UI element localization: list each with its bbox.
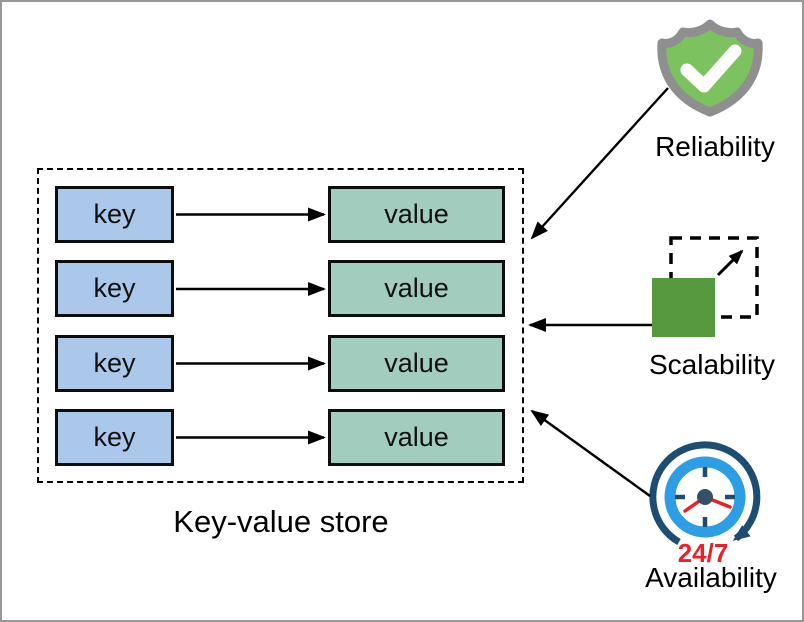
- key-value-store-title: Key-value store: [173, 504, 389, 539]
- scale-out-square-icon: [652, 236, 759, 337]
- key-value-store-box: key value key value key value key value: [37, 168, 524, 483]
- key-label: key: [93, 273, 136, 303]
- badge-24-7: 24/7: [678, 538, 729, 567]
- clock-24-7-icon: 24/7: [649, 441, 761, 567]
- key-box: key: [55, 335, 174, 392]
- availability-arrow: [530, 409, 651, 497]
- value-box: value: [328, 335, 505, 392]
- key-box: key: [55, 260, 174, 317]
- reliability-arrow: [530, 87, 669, 240]
- value-label: value: [384, 199, 449, 229]
- value-box: value: [328, 409, 505, 466]
- green-square: [652, 278, 715, 337]
- key-box: key: [55, 186, 174, 243]
- dashed-expansion-square: [669, 236, 759, 319]
- key-box: key: [55, 409, 174, 466]
- availability-label: Availability: [645, 562, 777, 593]
- value-label: value: [384, 273, 449, 303]
- shield-check-icon: [657, 19, 763, 117]
- value-label: value: [384, 422, 449, 452]
- rotation-arrow: [649, 441, 761, 546]
- value-box: value: [328, 186, 505, 243]
- clock-center-dot: [697, 489, 713, 505]
- scale-out-arrow: [716, 249, 744, 277]
- value-label: value: [384, 348, 449, 378]
- key-label: key: [93, 199, 136, 229]
- scalability-label: Scalability: [648, 349, 776, 380]
- key-label: key: [93, 422, 136, 452]
- clock-ticks: [675, 467, 735, 527]
- value-box: value: [328, 260, 505, 317]
- reliability-label: Reliability: [655, 131, 775, 162]
- key-label: key: [93, 348, 136, 378]
- check-mark-icon: [680, 44, 742, 93]
